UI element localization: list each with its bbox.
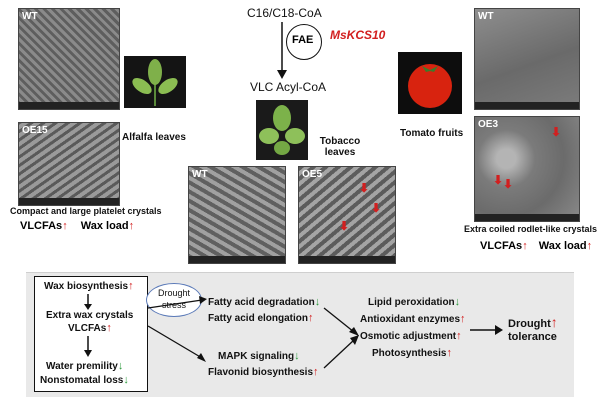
fatty-acid-degradation-row: Fatty acid degradation↓	[208, 296, 321, 308]
red-up-arrow-icon: ↑	[128, 280, 134, 292]
antioxidant-enzymes-row: Antioxidant enzymes↑	[360, 313, 466, 325]
red-up-arrow-icon: ↑	[62, 220, 68, 232]
product-label: VLC Acyl-CoA	[250, 80, 327, 94]
alfalfa-crystal-caption: Compact and large platelet crystals	[10, 206, 162, 216]
tomato-wt-label: WT	[478, 11, 494, 22]
lipid-peroxidation-row: Lipid peroxidation↓	[368, 296, 461, 308]
fae-cycle: FAE	[286, 24, 322, 60]
red-up-arrow-icon: ↑	[456, 330, 462, 342]
box-vlcfa-row: VLCFAs↑	[68, 322, 112, 334]
alfalfa-oe15-sem-image: OE15	[18, 122, 120, 206]
tobacco-oe5-label: OE5	[302, 169, 323, 180]
tomato-wt-sem-image: WT	[474, 8, 580, 110]
tobacco-leaf-photo	[256, 100, 308, 160]
alfalfa-wax-load-label: Wax load	[80, 220, 129, 232]
tomato-wax-load-label: Wax load	[538, 240, 587, 252]
red-up-arrow-icon: ↑	[446, 347, 452, 359]
green-down-arrow-icon: ↓	[454, 296, 461, 308]
tomato-fruit-photo	[398, 52, 462, 114]
scale-bar	[19, 198, 119, 205]
alfalfa-vlcfa-row: VLCFAs↑ Wax load↑	[20, 220, 134, 232]
tomato-vlcfa-row: VLCFAs↑ Wax load↑	[480, 240, 592, 252]
extra-wax-row: Extra wax crystals	[46, 310, 134, 321]
alfalfa-oe15-label: OE15	[22, 125, 48, 136]
alfalfa-leaves-label: Alfalfa leaves	[122, 132, 186, 143]
fae-label: FAE	[292, 34, 314, 46]
wax-biosynthesis-row: Wax biosynthesis↑	[44, 280, 134, 292]
tomato-oe3-label: OE3	[478, 119, 499, 130]
converge-arrows	[323, 307, 359, 369]
fatty-acid-elongation-row: Fatty acid elongation↑	[208, 312, 314, 324]
red-up-arrow-icon: ↑	[522, 240, 528, 252]
red-up-arrow-icon: ↑	[308, 312, 314, 324]
tomato-fruits-label: Tomato fruits	[400, 128, 464, 139]
mapk-signaling-row: MAPK signaling↓	[218, 350, 300, 362]
osmotic-adjustment-row: Osmotic adjustment↑	[360, 330, 462, 342]
tomato-fruit-icon	[408, 64, 452, 108]
gene-label: MsKCS10	[330, 28, 386, 42]
water-permeability-row: Water premility↓	[46, 360, 124, 372]
stress-branch-arrows	[147, 296, 207, 362]
red-up-arrow-icon: ↑	[106, 322, 112, 334]
tobacco-oe5-sem-image: OE5 ⬇ ⬇ ⬇	[298, 166, 396, 264]
alfalfa-wt-label: WT	[22, 11, 38, 22]
scale-bar	[189, 256, 285, 263]
red-crystal-marker-icon: ⬇	[493, 173, 504, 187]
red-up-arrow-icon: ↑	[550, 314, 558, 330]
green-down-arrow-icon: ↓	[314, 296, 321, 308]
scale-bar	[299, 256, 395, 263]
scale-bar	[475, 214, 579, 221]
drought-tolerance-row: Drought↑ tolerance	[508, 314, 558, 343]
red-crystal-marker-icon: ⬇	[503, 177, 514, 191]
tobacco-leaves-label: Tobacco leaves	[319, 136, 361, 158]
pathway-arrow	[277, 22, 287, 79]
red-up-arrow-icon: ↑	[460, 313, 466, 325]
substrate-label: C16/C18-CoA	[247, 6, 322, 20]
tobacco-wt-label: WT	[192, 169, 208, 180]
red-crystal-marker-icon: ⬇	[551, 125, 562, 139]
red-up-arrow-icon: ↑	[313, 366, 319, 378]
nonstomatal-loss-row: Nonstomatal loss↓	[40, 374, 129, 386]
red-up-arrow-icon: ↑	[586, 240, 593, 252]
red-crystal-marker-icon: ⬇	[339, 219, 350, 233]
tobacco-wt-sem-image: WT	[188, 166, 286, 264]
drought-stress-label: Drought stress	[157, 288, 191, 310]
alfalfa-vlcfa-label: VLCFAs	[20, 220, 63, 232]
scale-bar	[19, 102, 119, 109]
green-down-arrow-icon: ↓	[123, 374, 129, 386]
photosynthesis-row: Photosynthesis↑	[372, 347, 452, 359]
alfalfa-leaf-photo	[124, 56, 186, 108]
red-up-arrow-icon: ↑	[128, 220, 135, 232]
wax-effect-box	[34, 276, 148, 392]
tomato-crystal-caption: Extra coiled rodlet-like crystals	[464, 224, 598, 234]
tomato-vlcfa-label: VLCFAs	[480, 240, 523, 252]
box-flow-arrows	[84, 294, 92, 357]
red-crystal-marker-icon: ⬇	[371, 201, 382, 215]
tobacco-leaf-icon	[259, 105, 305, 155]
tomato-oe3-sem-image: OE3 ⬇ ⬇ ⬇	[474, 116, 580, 222]
green-down-arrow-icon: ↓	[294, 350, 300, 362]
scale-bar	[475, 102, 579, 109]
alfalfa-wt-sem-image: WT	[18, 8, 120, 110]
red-crystal-marker-icon: ⬇	[359, 181, 370, 195]
alfalfa-leaf-icon	[132, 59, 178, 106]
flavonoid-biosynthesis-row: Flavonid biosynthesis↑	[208, 366, 319, 378]
green-down-arrow-icon: ↓	[117, 360, 124, 372]
to-tolerance-arrow	[470, 325, 503, 335]
